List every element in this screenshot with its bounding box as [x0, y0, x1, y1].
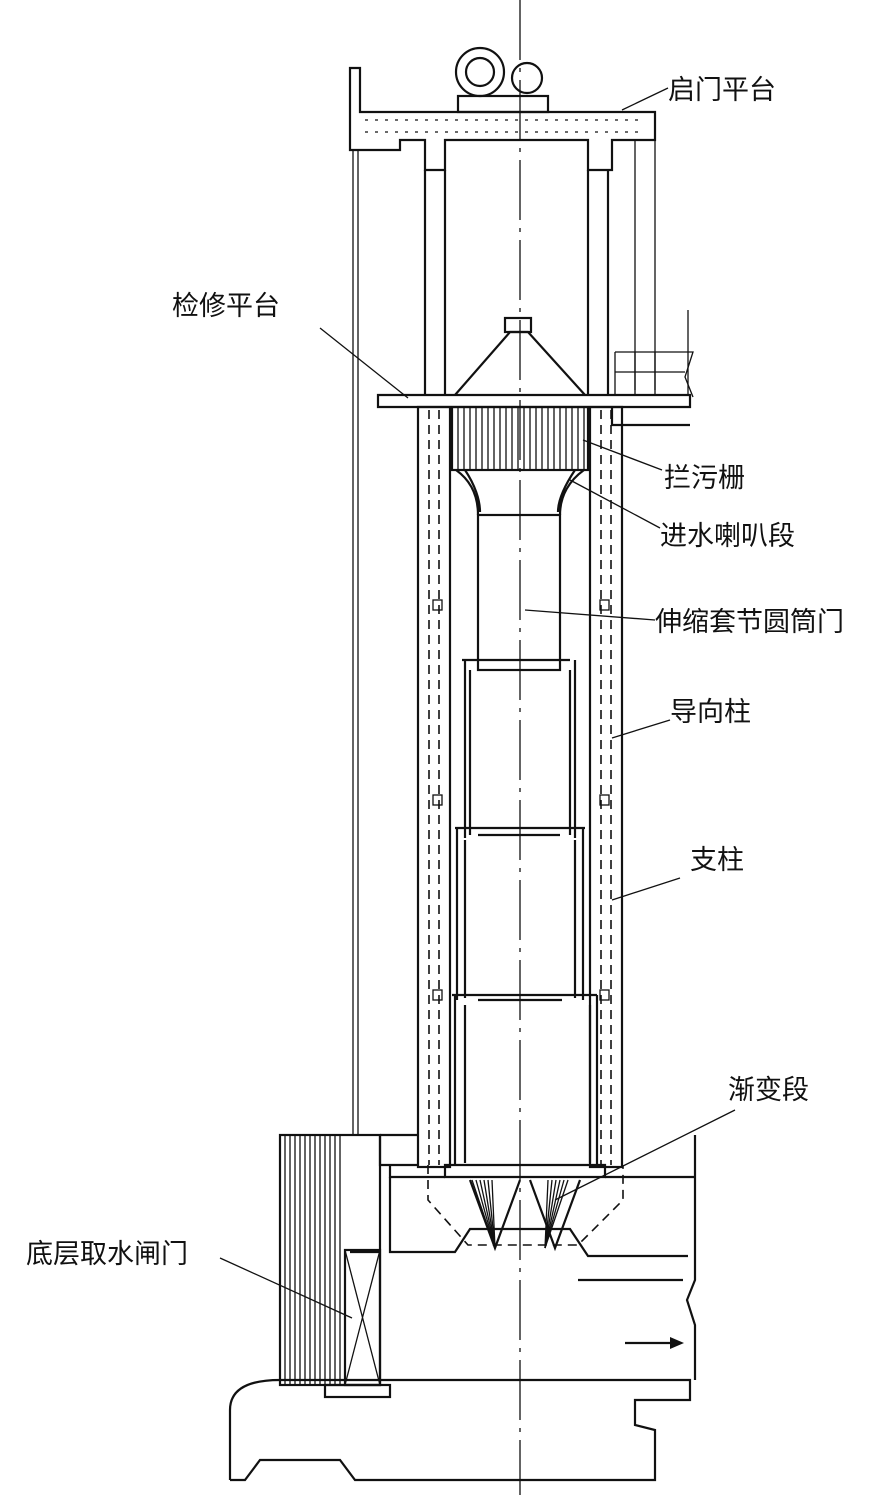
trash-rack — [450, 405, 590, 472]
transition-fan-line — [544, 1179, 553, 1249]
transition-fan-line — [544, 1179, 565, 1249]
label-maintenance-platform: 检修平台 — [172, 291, 280, 322]
transition-fan-line — [544, 1179, 557, 1249]
transition-section — [427, 1163, 624, 1252]
transition-fan-line — [544, 1179, 561, 1249]
transition-fan-line — [479, 1179, 496, 1249]
transition-fan-line — [487, 1179, 496, 1249]
label-support-column: 支柱 — [690, 845, 744, 876]
hoist-machine — [454, 46, 550, 114]
base-structure — [350, 1133, 697, 1380]
tower-upper-walls — [423, 140, 694, 398]
inlet-bellmouth — [455, 469, 585, 516]
transition-fan-line — [491, 1179, 496, 1249]
leader-lines — [219, 87, 736, 1319]
label-transition-section: 渐变段 — [728, 1075, 809, 1106]
bottom-intake-gate — [278, 1133, 382, 1387]
guide-columns — [416, 405, 624, 1169]
hoist-platform — [348, 66, 657, 172]
label-bottom-intake-gate: 底层取水闸门 — [26, 1239, 188, 1270]
label-telescopic-cylinder-gate: 伸缩套节圆筒门 — [655, 607, 844, 638]
foundation — [228, 1378, 692, 1482]
transition-fan-line — [544, 1179, 549, 1249]
telescopic-cylinder-gate — [452, 513, 599, 1165]
transition-fan-line — [475, 1179, 496, 1249]
label-hoist-platform: 启门平台 — [668, 75, 776, 106]
label-trash-rack: 拦污栅 — [664, 463, 745, 494]
left-outer-wall — [352, 150, 359, 1135]
transition-fan-line — [483, 1179, 496, 1249]
cone-cap — [454, 316, 586, 396]
label-guide-column: 导向柱 — [670, 697, 751, 728]
maintenance-platform — [376, 393, 692, 427]
label-inlet-bellmouth: 进水喇叭段 — [660, 521, 795, 552]
